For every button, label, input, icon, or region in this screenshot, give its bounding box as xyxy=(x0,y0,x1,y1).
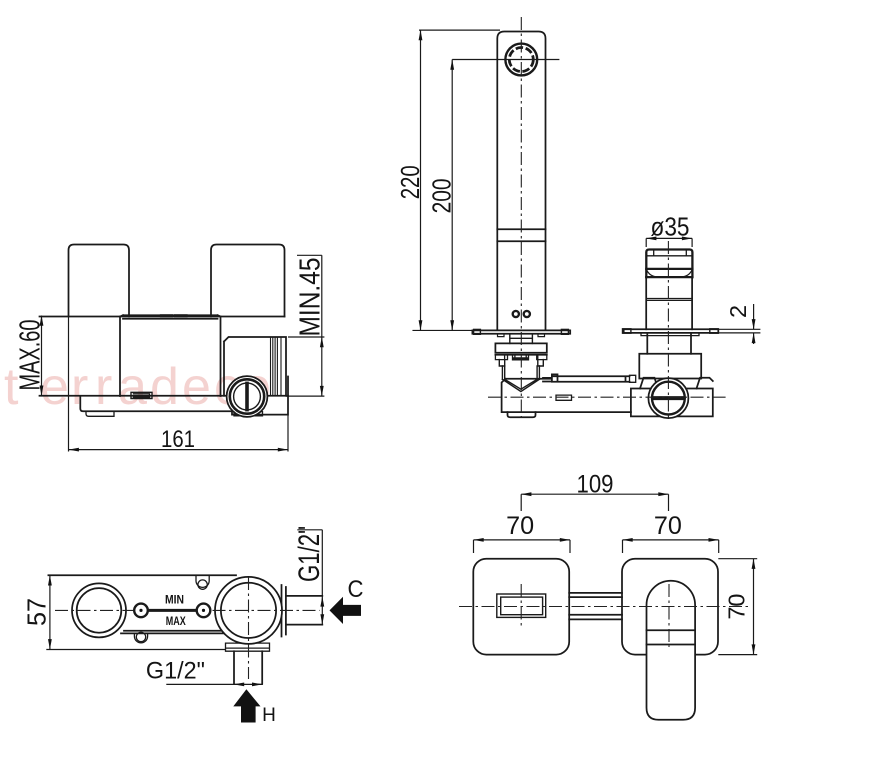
svg-text:H: H xyxy=(262,705,276,726)
svg-text:70: 70 xyxy=(724,594,750,620)
svg-text:220: 220 xyxy=(395,165,425,199)
svg-text:terradeco: terradeco xyxy=(4,358,271,416)
svg-text:70: 70 xyxy=(654,512,682,540)
svg-text:C: C xyxy=(348,576,364,603)
svg-text:109: 109 xyxy=(577,470,614,498)
svg-text:MAX.60: MAX.60 xyxy=(15,320,47,391)
svg-text:ø35: ø35 xyxy=(651,212,690,242)
svg-text:G1/2": G1/2" xyxy=(146,658,205,685)
svg-text:161: 161 xyxy=(161,426,195,453)
svg-text:MAX: MAX xyxy=(166,616,186,628)
svg-text:G1/2": G1/2" xyxy=(293,526,326,582)
svg-text:MIN.45: MIN.45 xyxy=(295,258,327,337)
svg-text:MIN: MIN xyxy=(165,595,184,607)
svg-text:57: 57 xyxy=(22,598,52,626)
svg-text:70: 70 xyxy=(506,512,534,540)
svg-text:200: 200 xyxy=(427,178,457,213)
svg-text:2: 2 xyxy=(725,305,751,318)
